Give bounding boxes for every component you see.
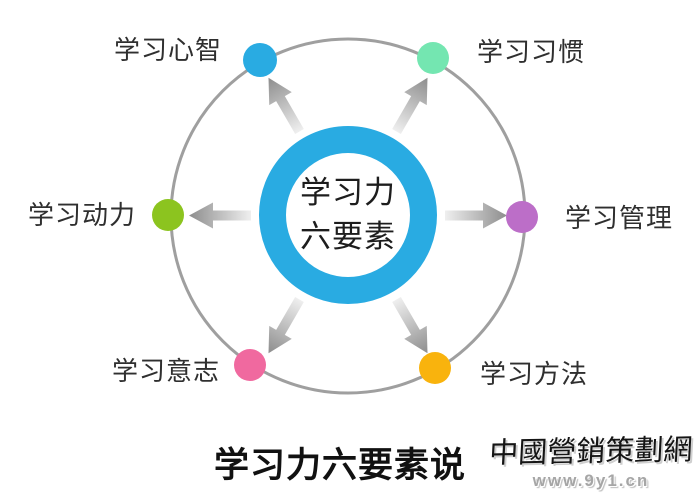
dot-management <box>506 201 538 233</box>
center-hub-line1: 学习力 <box>300 174 396 210</box>
arrow-to-will-icon <box>257 293 311 360</box>
watermark: 中國營銷策劃網 www.9y1.cn <box>486 428 696 491</box>
arrow-to-motivation-icon <box>189 202 251 229</box>
page-title: 学习力六要素说 <box>214 446 467 485</box>
dot-mind <box>243 43 277 77</box>
center-hub-label: 学习力 六要素 <box>270 127 426 303</box>
center-ring <box>259 126 437 304</box>
node-label-motivation: 学习动力 <box>28 200 137 230</box>
node-label-will: 学习意志 <box>112 356 221 386</box>
dot-motivation <box>152 199 184 231</box>
dot-method <box>419 352 451 384</box>
watermark-site-name: 中國營銷策劃網 <box>488 434 694 470</box>
dot-will <box>234 349 266 381</box>
center-hub-line2: 六要素 <box>300 219 396 254</box>
arrow-to-method-icon <box>385 293 439 360</box>
dot-habit <box>417 42 449 74</box>
node-label-management: 学习管理 <box>565 203 674 233</box>
node-label-habit: 学习习惯 <box>477 37 586 67</box>
node-label-mind: 学习心智 <box>114 35 223 65</box>
node-label-method: 学习方法 <box>480 359 589 389</box>
arrow-to-management-icon <box>445 202 507 229</box>
watermark-site-url: www.9y1.cn <box>532 471 650 490</box>
